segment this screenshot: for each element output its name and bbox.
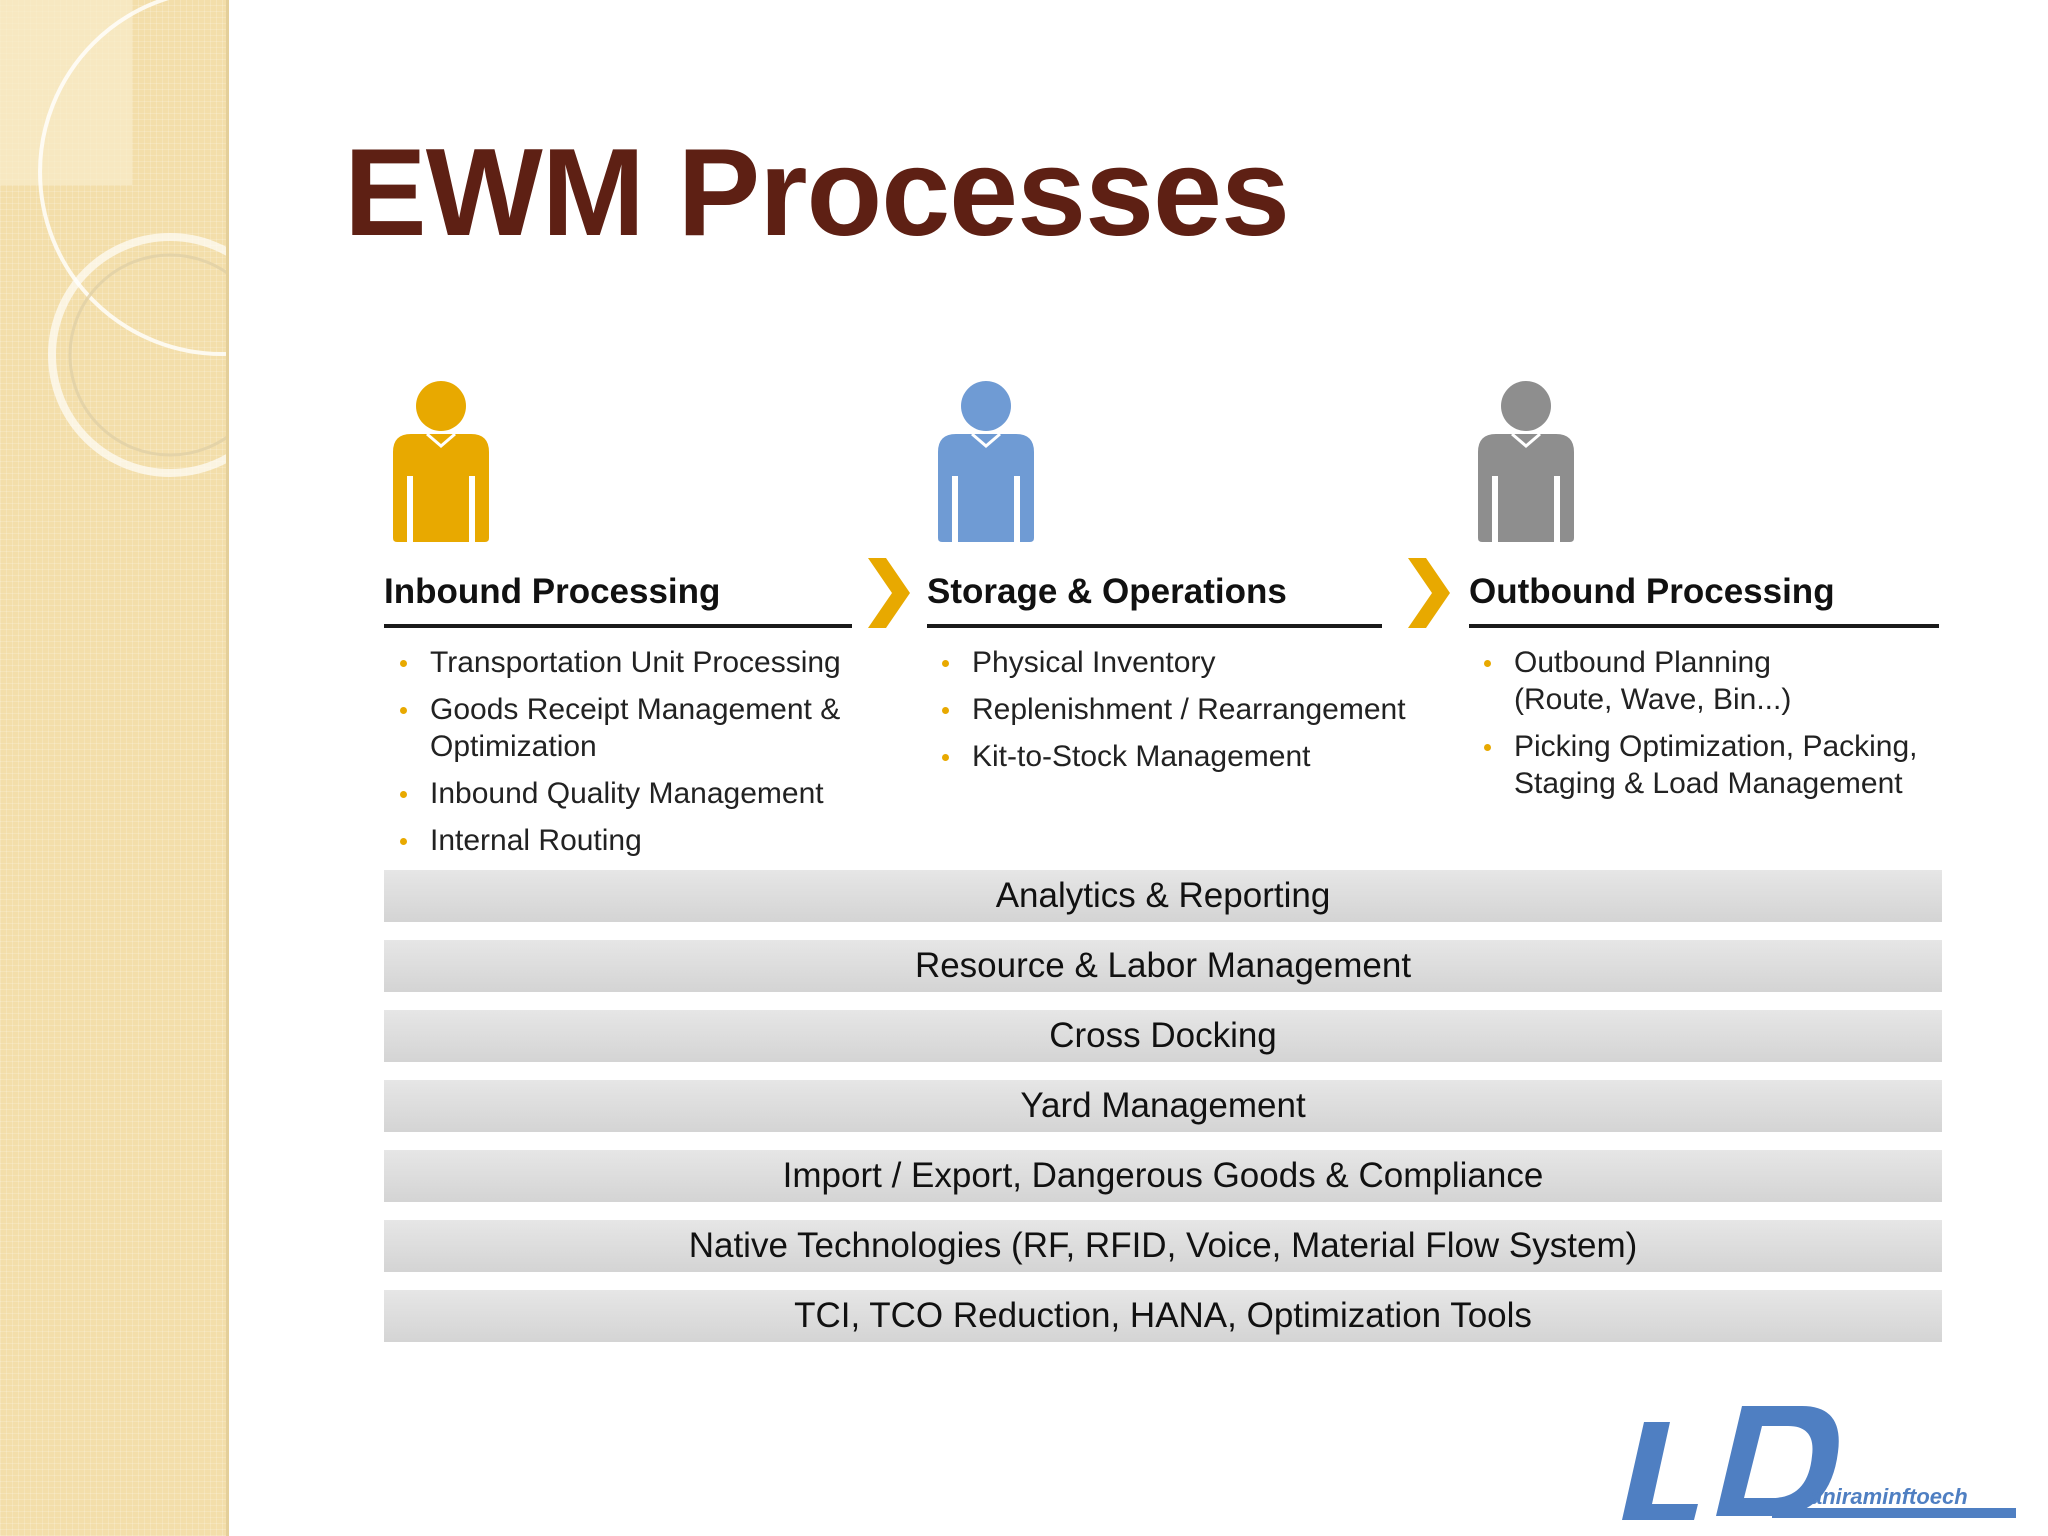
capability-bar: Cross Docking	[384, 1010, 1942, 1062]
logo-text: aniraminftoech	[1810, 1484, 1968, 1509]
side-band-edge	[226, 0, 229, 1536]
storage-heading: Storage & Operations	[927, 572, 1382, 628]
decorative-side-band	[0, 0, 228, 1536]
list-item: Goods Receipt Management & Optimization	[384, 691, 874, 765]
storage-person-icon	[938, 381, 1034, 542]
list-item: Replenishment / Rearrangement	[926, 691, 1426, 728]
capability-bar: Import / Export, Dangerous Goods & Compl…	[384, 1150, 1942, 1202]
list-item: Kit-to-Stock Management	[926, 738, 1426, 775]
list-item: Inbound Quality Management	[384, 775, 874, 812]
list-item: Outbound Planning (Route, Wave, Bin...)	[1468, 644, 1844, 718]
outbound-person-icon	[1478, 381, 1574, 542]
capability-bars: Analytics & Reporting Resource & Labor M…	[384, 870, 1942, 1360]
capability-bar: Native Technologies (RF, RFID, Voice, Ma…	[384, 1220, 1942, 1272]
list-item: Transportation Unit Processing	[384, 644, 874, 681]
decorative-rings	[0, 0, 228, 477]
outbound-list: Outbound Planning (Route, Wave, Bin...) …	[1468, 644, 1968, 812]
chevron-right-icon	[868, 558, 910, 628]
capability-bar: Yard Management	[384, 1080, 1942, 1132]
chevron-right-icon	[1408, 558, 1450, 628]
outbound-heading: Outbound Processing	[1469, 572, 1939, 628]
storage-list: Physical Inventory Replenishment / Rearr…	[926, 644, 1426, 785]
capability-bar: Resource & Labor Management	[384, 940, 1942, 992]
list-item: Internal Routing	[384, 822, 874, 859]
company-logo	[1622, 1406, 2016, 1520]
capability-bar: Analytics & Reporting	[384, 870, 1942, 922]
capability-bar: TCI, TCO Reduction, HANA, Optimization T…	[384, 1290, 1942, 1342]
list-item: Picking Optimization, Packing, Staging &…	[1468, 728, 1968, 802]
inbound-list: Transportation Unit Processing Goods Rec…	[384, 644, 874, 869]
slide-title: EWM Processes	[344, 124, 1290, 262]
list-item: Physical Inventory	[926, 644, 1426, 681]
inbound-heading: Inbound Processing	[384, 572, 852, 628]
inbound-person-icon	[393, 381, 489, 542]
